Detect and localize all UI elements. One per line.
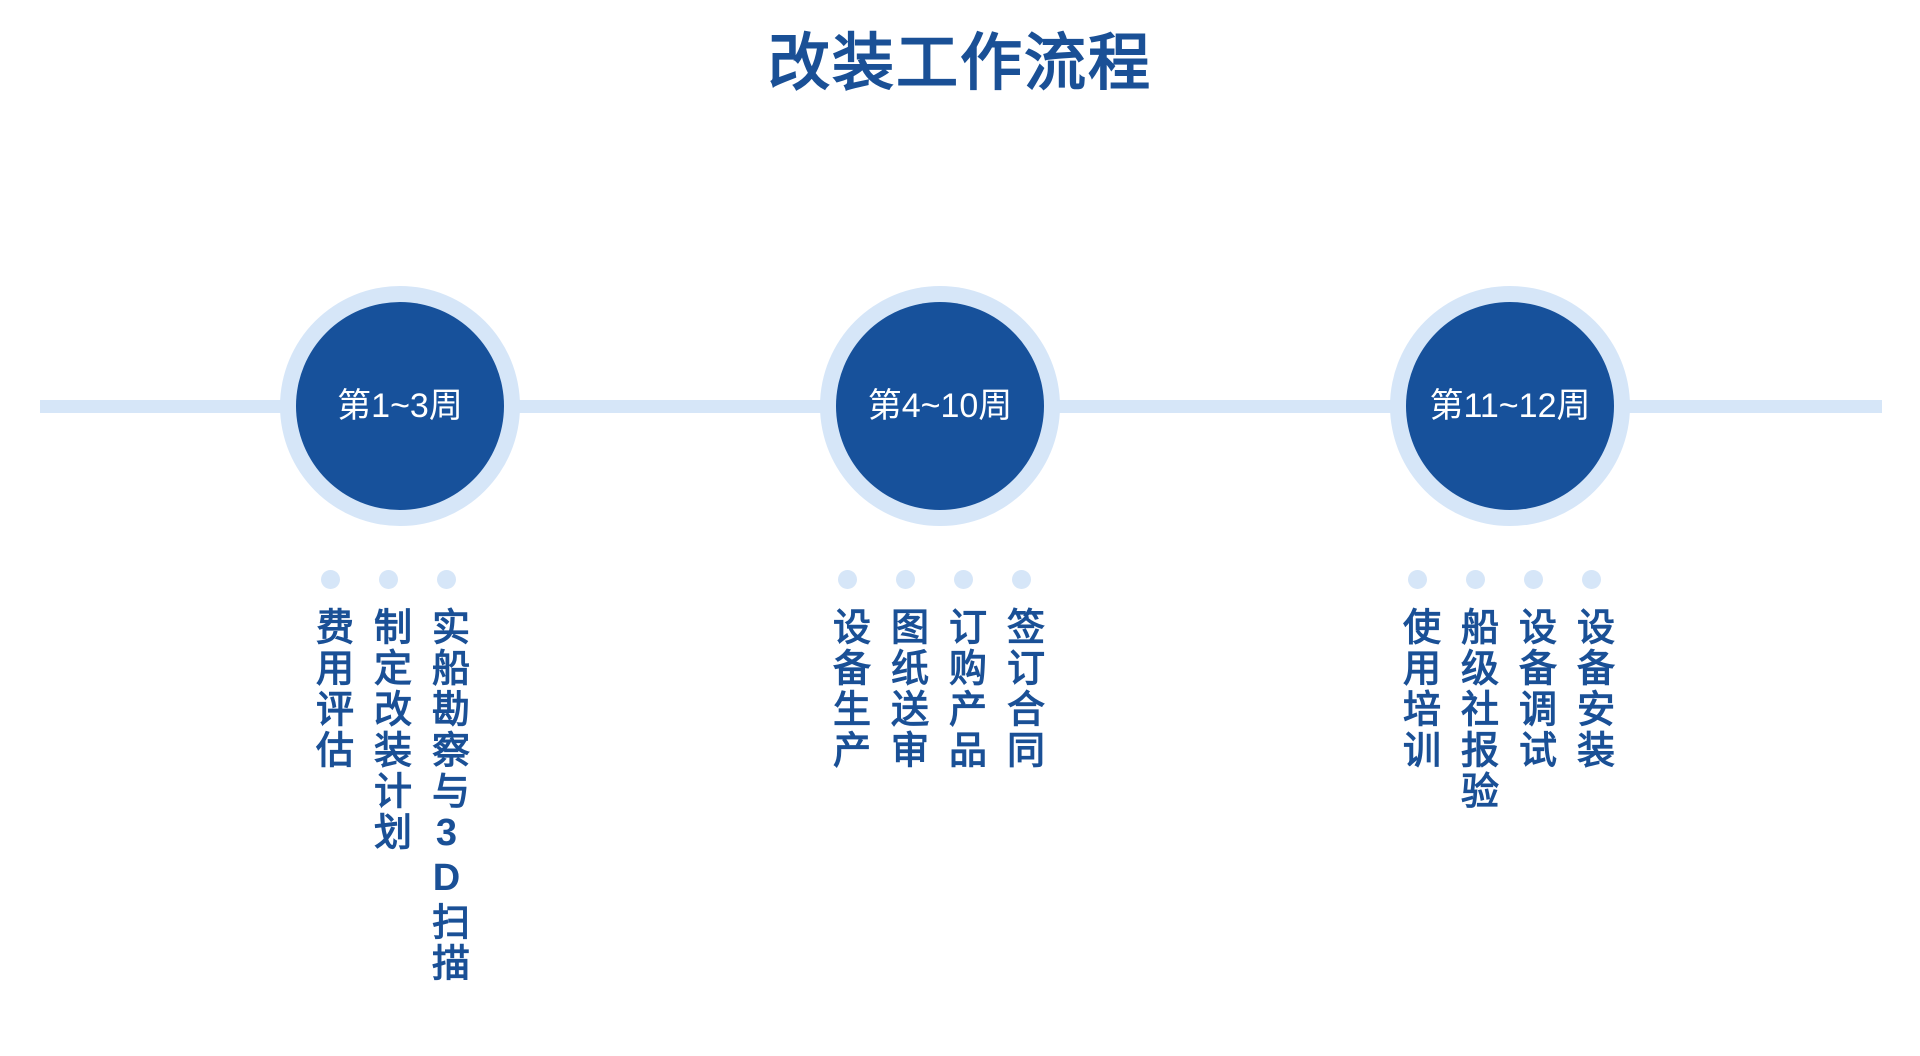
task-item[interactable]: 签订合同 <box>992 570 1050 771</box>
task-dot-icon <box>953 570 973 589</box>
task-label: 设备调试 <box>1512 607 1555 771</box>
stage-task-group-2: 签订合同 订购产品 图纸送审 设备生产 <box>818 570 1050 771</box>
task-dot-icon <box>1465 570 1485 589</box>
task-item[interactable]: 船级社报验 <box>1446 570 1504 812</box>
stage-circle-2[interactable]: 第4~10周 <box>820 286 1060 526</box>
stage-period-label-2: 第4~10周 <box>867 387 1013 425</box>
task-item[interactable]: 设备安装 <box>1562 570 1620 771</box>
stage-circle-inner-2: 第4~10周 <box>836 302 1044 510</box>
stage-circle-inner-1: 第1~3周 <box>296 302 504 510</box>
task-item[interactable]: 订购产品 <box>934 570 992 771</box>
task-dot-icon <box>1407 570 1427 589</box>
stage-period-label-3: 第11~12周 <box>1429 387 1591 425</box>
stage-circle-3[interactable]: 第11~12周 <box>1390 286 1630 526</box>
stage-task-group-3: 设备安装 设备调试 船级社报验 使用培训 <box>1388 570 1620 812</box>
task-label: 制定改装计划 <box>367 607 410 853</box>
task-item[interactable]: 设备调试 <box>1504 570 1562 771</box>
task-dot-icon <box>1523 570 1543 589</box>
task-label: 费用评估 <box>309 607 352 771</box>
task-item[interactable]: 制定改装计划 <box>359 570 417 853</box>
task-item[interactable]: 图纸送审 <box>876 570 934 771</box>
stage-task-group-1: 实船勘察与3D扫描 制定改装计划 费用评估 <box>301 570 475 984</box>
page-title: 改装工作流程 <box>767 29 1152 98</box>
task-dot-icon <box>895 570 915 589</box>
task-dot-icon <box>378 570 398 589</box>
task-dot-icon <box>1011 570 1031 589</box>
task-item[interactable]: 费用评估 <box>301 570 359 771</box>
task-dot-icon <box>1581 570 1601 589</box>
task-dot-icon <box>320 570 340 589</box>
task-label: 实船勘察与3D扫描 <box>425 607 468 984</box>
task-label: 设备安装 <box>1570 607 1613 771</box>
task-label: 图纸送审 <box>884 607 927 771</box>
task-dot-icon <box>837 570 857 589</box>
task-dot-icon <box>436 570 456 589</box>
stage-circle-1[interactable]: 第1~3周 <box>280 286 520 526</box>
task-item[interactable]: 使用培训 <box>1388 570 1446 771</box>
task-item[interactable]: 设备生产 <box>818 570 876 771</box>
stage-circle-inner-3: 第11~12周 <box>1406 302 1614 510</box>
task-label: 船级社报验 <box>1454 607 1497 812</box>
stage-period-label-1: 第1~3周 <box>337 387 463 425</box>
task-label: 设备生产 <box>826 607 869 771</box>
task-label: 使用培训 <box>1396 607 1439 771</box>
task-label: 签订合同 <box>1000 607 1043 771</box>
task-label: 订购产品 <box>942 607 985 771</box>
task-item[interactable]: 实船勘察与3D扫描 <box>417 570 475 984</box>
